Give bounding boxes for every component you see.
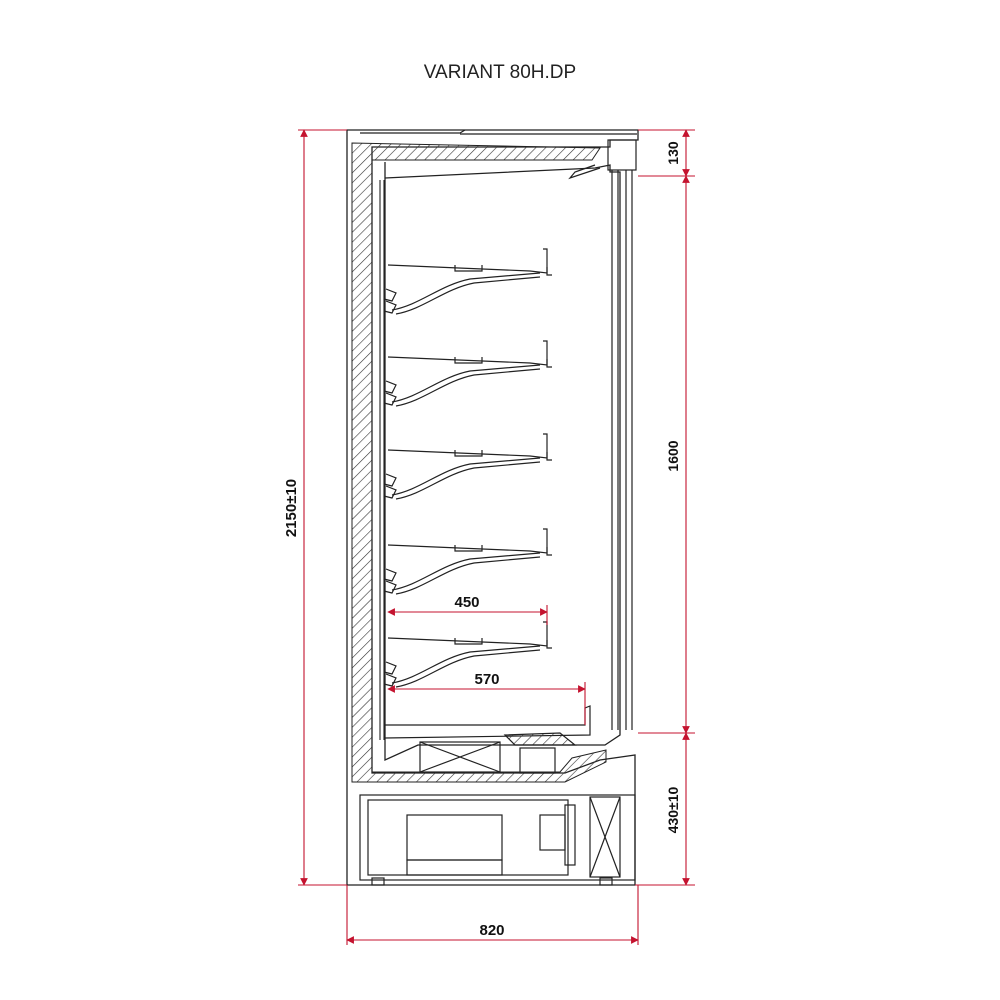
dim-top-header-label: 130 [665,141,681,165]
dim-width-label: 820 [479,922,504,939]
top-light-box [568,139,637,730]
drawing-title: VARIANT 80H.DP [423,62,577,83]
shelves [383,248,552,688]
back-panel [379,180,385,740]
shelf [383,248,552,315]
base-deck [384,705,591,774]
machine-compartment [359,794,636,886]
insulation-walls [351,142,607,783]
shelf [383,528,552,595]
dim-base-deck-depth-label: 570 [474,671,499,688]
dim-opening-height-label: 1600 [665,440,681,471]
dimension-lines [298,129,695,945]
shelf [383,433,552,500]
dim-shelf-depth-label: 450 [454,594,479,611]
shelf [383,621,552,688]
dim-base-height-label: 430±10 [665,786,681,833]
dim-total-height-label: 2150±10 [283,479,300,537]
shelf [383,340,552,407]
